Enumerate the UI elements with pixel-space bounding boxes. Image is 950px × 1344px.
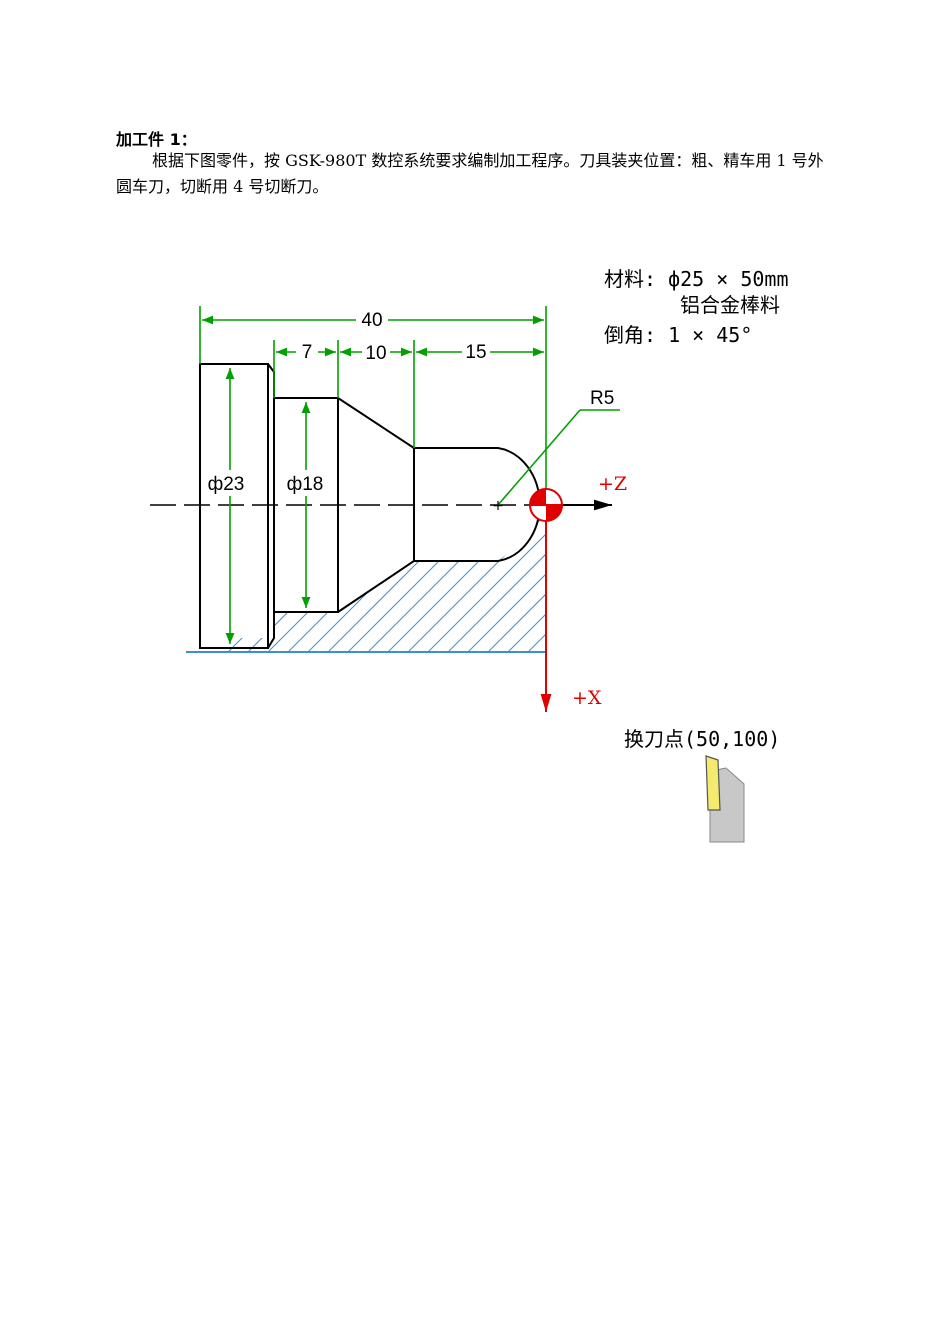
z-axis-label: +Z xyxy=(598,473,627,495)
dim-overall-label: 40 xyxy=(361,310,382,331)
part-outline xyxy=(199,363,541,649)
tool-change-label: 换刀点(50,100) xyxy=(624,727,780,751)
dim-seg-a-label: 7 xyxy=(302,342,313,363)
material-note-line1: 材料: ф25 × 50mm xyxy=(604,267,789,291)
origin-marker xyxy=(529,488,563,522)
extension-lines xyxy=(199,306,547,505)
radius-label: R5 xyxy=(590,388,614,409)
dim-seg-b-label: 10 xyxy=(365,343,386,364)
hatch-area xyxy=(188,505,546,652)
task-paragraph: 根据下图零件，按 GSK-980T 数控系统要求编制加工程序。刀具装夹位置：粗、… xyxy=(116,151,824,196)
diameter-dimensions xyxy=(225,368,311,644)
section-heading: 加工件 1： xyxy=(116,130,197,149)
dim-seg-c-label: 15 xyxy=(465,342,486,363)
chamfer-note: 倒角: 1 × 45° xyxy=(604,323,752,347)
dim-dia-small-label: ф18 xyxy=(287,474,324,495)
radius-leader xyxy=(497,409,620,506)
x-axis-label: +X xyxy=(572,687,602,709)
dim-dia-large-label: ф23 xyxy=(208,474,245,495)
cutting-tool-icon xyxy=(705,755,745,843)
material-note-line2: 铝合金棒料 xyxy=(680,293,780,317)
arc-center-mark: + xyxy=(492,498,504,514)
